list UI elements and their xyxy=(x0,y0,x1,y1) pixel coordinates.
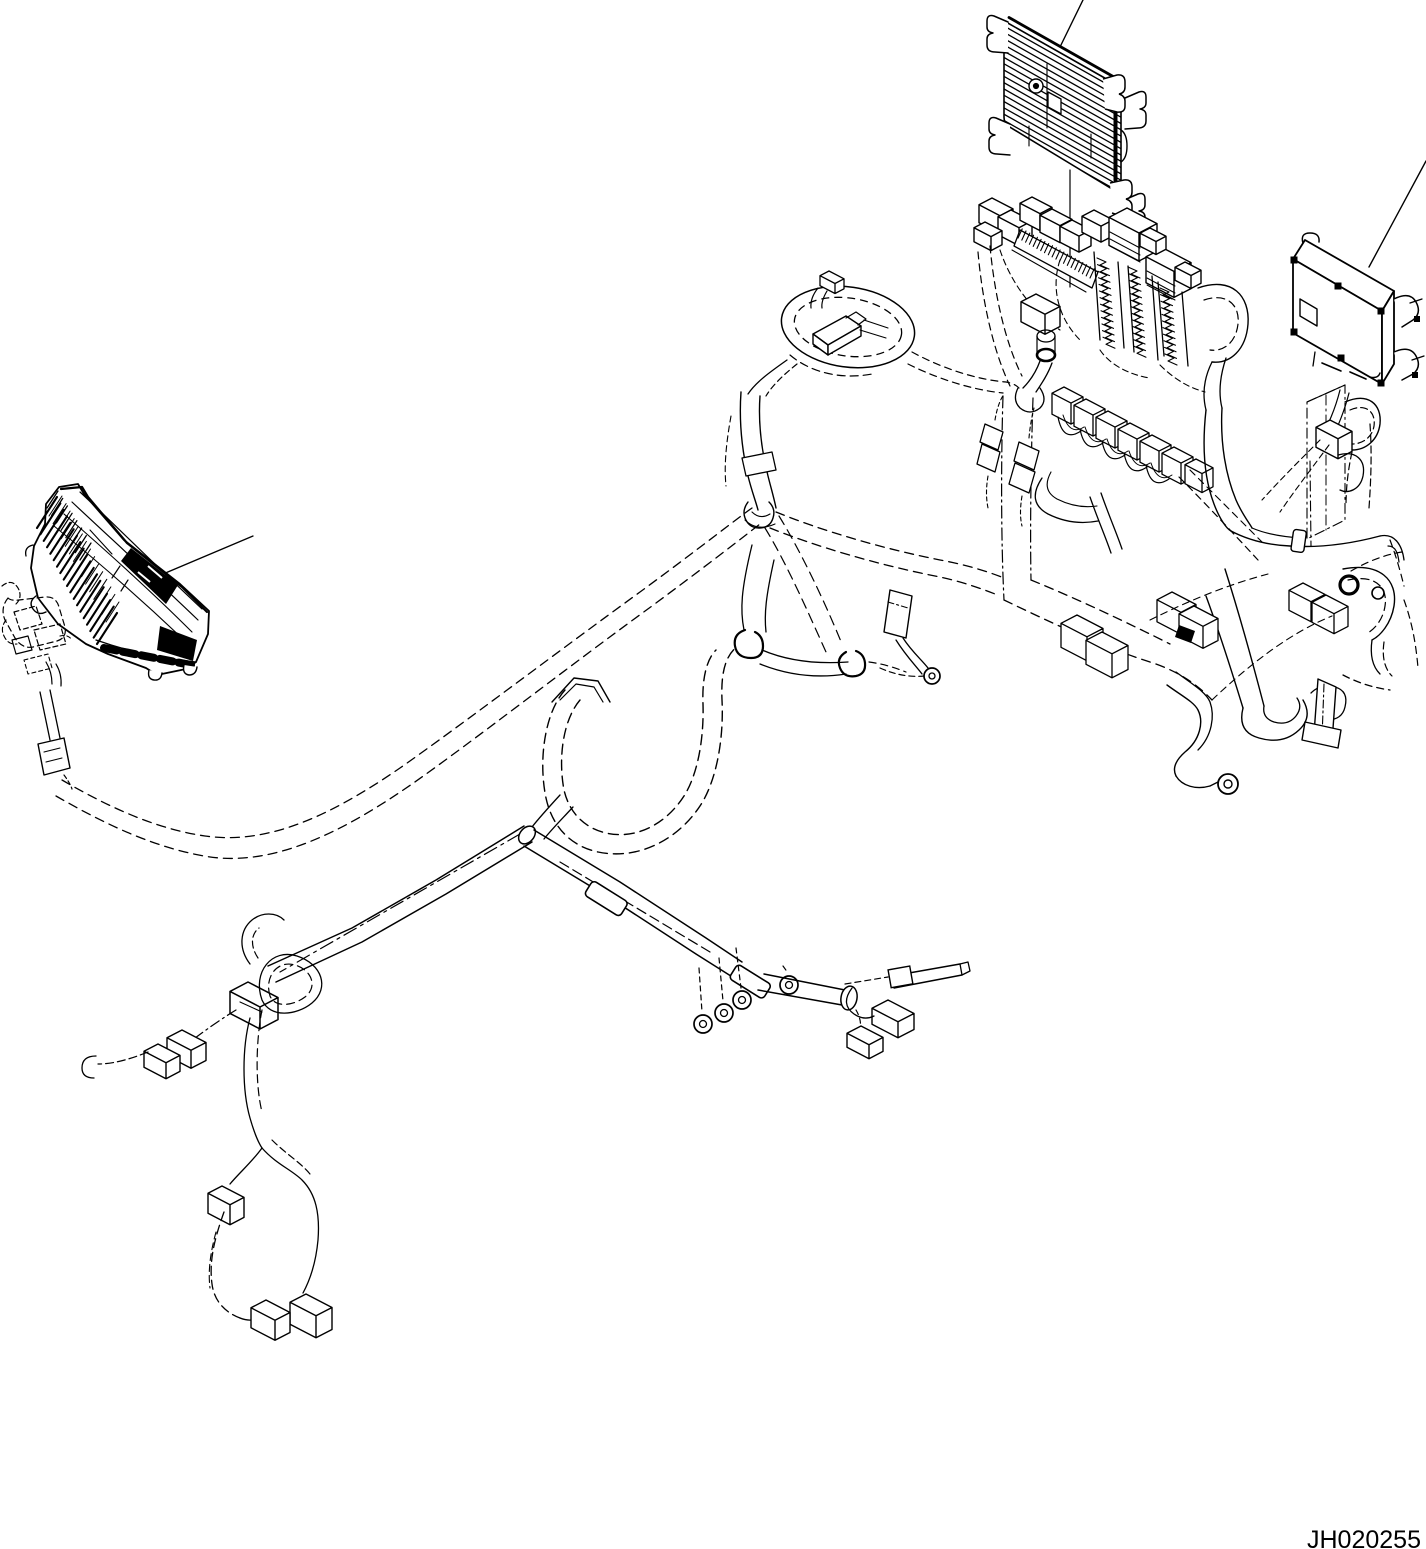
svg-text:JH020255: JH020255 xyxy=(1307,1526,1421,1549)
